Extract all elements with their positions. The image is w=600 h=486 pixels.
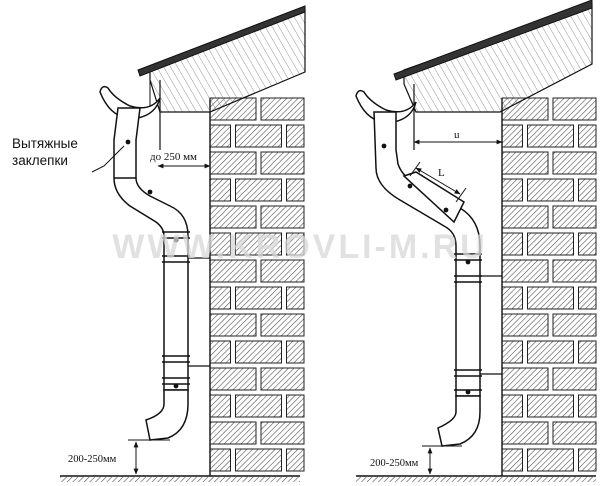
brick xyxy=(578,448,597,472)
brick xyxy=(527,340,574,364)
elbow-length-ext-b xyxy=(455,187,467,203)
right-roof-eave xyxy=(393,0,593,150)
brick xyxy=(527,286,574,310)
right-downpipe xyxy=(373,111,482,447)
brick xyxy=(501,394,523,418)
brick xyxy=(578,286,597,310)
brick xyxy=(209,178,231,202)
left-diagram: Вытяжные заклепки до 250 мм 200-250мм xyxy=(12,5,306,482)
brick xyxy=(209,394,231,418)
right-ground-clearance-label: 200-250мм xyxy=(370,458,419,469)
site-watermark: WWW.KROVLI-M.RU xyxy=(112,228,488,266)
brick xyxy=(286,124,305,148)
brick xyxy=(260,421,305,445)
brick xyxy=(209,367,257,391)
elbow-length-label: L xyxy=(438,167,445,179)
brick xyxy=(527,178,574,202)
brick xyxy=(260,205,305,229)
rivet-label-leader xyxy=(91,145,125,173)
brick xyxy=(209,286,231,310)
brick xyxy=(578,394,597,418)
brick xyxy=(209,448,231,472)
brick xyxy=(501,259,549,283)
brick xyxy=(552,205,597,229)
brick xyxy=(286,232,305,256)
rivet-label-line2: заклепки xyxy=(12,153,68,168)
brick xyxy=(552,313,597,337)
brick xyxy=(235,340,282,364)
brick xyxy=(286,178,305,202)
left-ground-hatch xyxy=(60,476,300,482)
brick xyxy=(578,340,597,364)
right-rivets xyxy=(381,143,471,395)
brick xyxy=(235,448,282,472)
brick xyxy=(552,259,597,283)
right-brick-wall xyxy=(501,97,597,476)
left-wall-distance-label: до 250 мм xyxy=(150,151,197,163)
brick xyxy=(552,421,597,445)
brick xyxy=(501,232,523,256)
brick xyxy=(209,205,257,229)
right-wall-distance-label: u xyxy=(454,129,460,141)
brick xyxy=(235,286,282,310)
brick xyxy=(260,151,305,175)
brick xyxy=(209,313,257,337)
brick xyxy=(501,178,523,202)
brick xyxy=(527,448,574,472)
brick xyxy=(260,313,305,337)
brick xyxy=(552,151,597,175)
brick xyxy=(501,205,549,229)
brick xyxy=(235,232,282,256)
brick xyxy=(501,340,523,364)
brick xyxy=(501,151,549,175)
elbow-length-dimension xyxy=(415,167,461,195)
brick xyxy=(527,124,574,148)
elbow-length-ext-a xyxy=(409,161,421,177)
brick xyxy=(235,178,282,202)
brick xyxy=(209,124,231,148)
brick xyxy=(260,367,305,391)
left-brick-wall xyxy=(209,97,305,476)
brick xyxy=(552,97,597,121)
brick xyxy=(286,448,305,472)
brick xyxy=(578,124,597,148)
brick xyxy=(527,232,574,256)
brick xyxy=(578,232,597,256)
brick xyxy=(501,286,523,310)
brick xyxy=(552,367,597,391)
brick xyxy=(501,313,549,337)
brick xyxy=(235,394,282,418)
brick xyxy=(501,367,549,391)
brick xyxy=(578,178,597,202)
brick xyxy=(209,340,231,364)
brick xyxy=(286,286,305,310)
brick xyxy=(260,259,305,283)
left-roof-eave xyxy=(137,5,306,150)
left-rivets xyxy=(125,139,179,389)
brick xyxy=(260,97,305,121)
brick xyxy=(501,421,549,445)
right-diagram: L u 200-250мм xyxy=(355,0,597,482)
brick xyxy=(527,394,574,418)
rivet-label-line1: Вытяжные xyxy=(12,136,78,151)
brick xyxy=(286,394,305,418)
brick xyxy=(501,124,523,148)
brick xyxy=(209,151,257,175)
brick xyxy=(501,448,523,472)
right-ground-hatch xyxy=(356,476,596,482)
left-ground-clearance-label: 200-250мм xyxy=(68,454,117,465)
brick xyxy=(209,421,257,445)
brick xyxy=(286,340,305,364)
brick xyxy=(235,124,282,148)
